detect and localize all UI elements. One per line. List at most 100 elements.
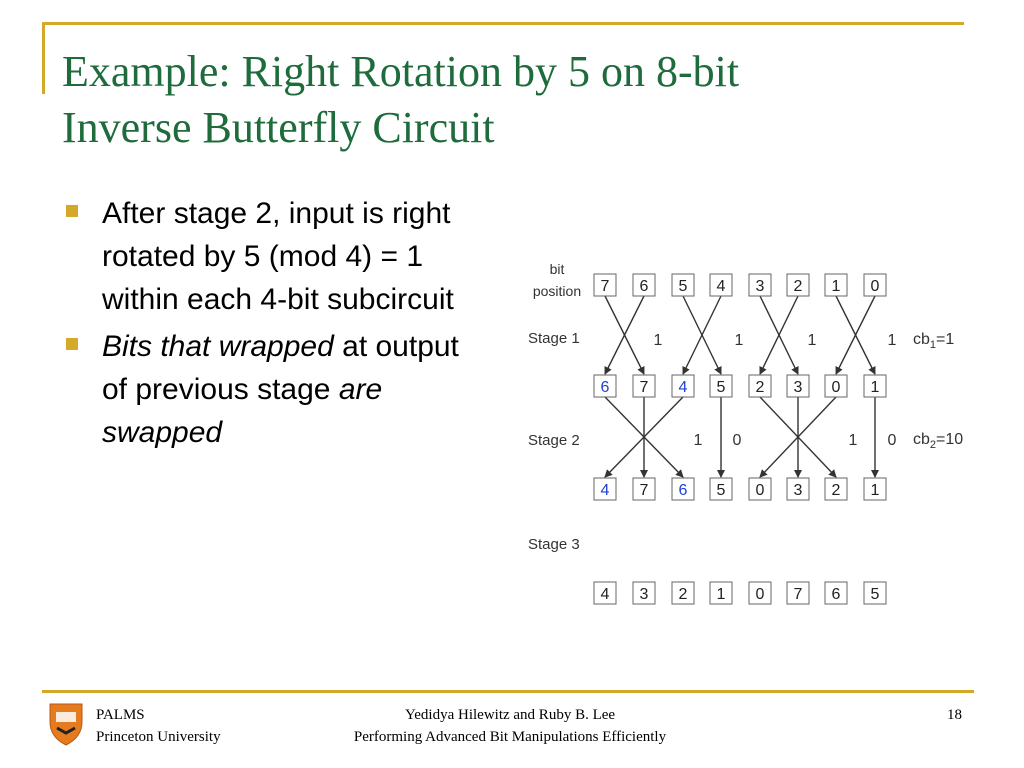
- bit-box: [824, 374, 848, 398]
- footer-left: PALMS Princeton University: [96, 704, 221, 748]
- bit-value: 4: [601, 586, 610, 603]
- bit-box: [593, 477, 617, 501]
- cb2-label: cb2=10: [913, 431, 963, 451]
- bit-value: 7: [640, 379, 649, 396]
- stage2-control: 0: [888, 432, 897, 449]
- bit-value: 0: [871, 278, 880, 295]
- bit-box: [786, 273, 810, 297]
- bit-value: 5: [679, 278, 688, 295]
- bit-value: 1: [832, 278, 841, 295]
- bit-value: 6: [640, 278, 649, 295]
- bit-box: [671, 273, 695, 297]
- bullet-emphasis: Bits that wrapped: [102, 330, 334, 363]
- wire-arrow: [759, 295, 799, 375]
- slide-title: Example: Right Rotation by 5 on 8-bit In…: [62, 44, 962, 156]
- stage1-control: 1: [735, 332, 744, 349]
- bit-value: 3: [794, 379, 803, 396]
- footer-authors: Yedidya Hilewitz and Ruby B. Lee: [404, 707, 616, 723]
- stage2-control: 0: [733, 432, 742, 449]
- bit-value: 3: [794, 482, 803, 499]
- bit-value: 4: [601, 482, 610, 499]
- bullet-text: After stage 2, input is right rotated by…: [102, 197, 454, 316]
- bit-value: 1: [871, 482, 880, 499]
- bit-box: [709, 273, 733, 297]
- bullet-emphasis: are swapped: [102, 373, 383, 449]
- bit-box: [632, 477, 656, 501]
- wire-arrow: [835, 295, 876, 375]
- bit-box: [671, 581, 695, 605]
- bit-value: 7: [640, 482, 649, 499]
- bit-value: 2: [756, 379, 765, 396]
- bit-label: bit: [550, 261, 565, 277]
- top-rule: [42, 22, 964, 25]
- stage2-label: Stage 2: [528, 432, 580, 449]
- bit-box: [863, 581, 887, 605]
- bit-value: 6: [601, 379, 610, 396]
- bullet-item: After stage 2, input is right rotated by…: [62, 192, 482, 321]
- stage3-label: Stage 3: [528, 536, 580, 553]
- bit-box: [748, 374, 772, 398]
- bit-value: 2: [832, 482, 841, 499]
- wire-arrow: [682, 295, 722, 375]
- bit-value: 7: [794, 586, 803, 603]
- footer-university: Princeton University: [96, 729, 221, 745]
- bit-value: 1: [871, 379, 880, 396]
- page-number: 18: [947, 707, 962, 723]
- bit-value: 6: [679, 482, 688, 499]
- bit-box: [632, 273, 656, 297]
- title-line-2: Inverse Butterfly Circuit: [62, 103, 495, 152]
- bit-box: [863, 273, 887, 297]
- bit-box: [748, 273, 772, 297]
- wire-layer: [604, 295, 879, 478]
- footer-center: Yedidya Hilewitz and Ruby B. Lee Perform…: [300, 704, 720, 748]
- bit-box: [786, 581, 810, 605]
- bit-box: [863, 374, 887, 398]
- bit-box: [824, 581, 848, 605]
- stage1-control: 1: [808, 332, 817, 349]
- cb1-label: cb1=1: [913, 331, 954, 351]
- bit-value: 4: [679, 379, 688, 396]
- bit-value: 2: [679, 586, 688, 603]
- bit-box: [824, 273, 848, 297]
- bit-box: [632, 374, 656, 398]
- bit-value: 5: [871, 586, 880, 603]
- stage2-control: 1: [849, 432, 858, 449]
- bullet-text: at output of previous stage: [102, 330, 459, 406]
- bit-value: 0: [832, 379, 841, 396]
- bit-box: [709, 477, 733, 501]
- stage1-control: 1: [888, 332, 897, 349]
- bit-box: [709, 581, 733, 605]
- stage1-label: Stage 1: [528, 330, 580, 347]
- bit-value: 5: [717, 482, 726, 499]
- princeton-shield-logo: [49, 703, 83, 746]
- stage1-control: 1: [654, 332, 663, 349]
- bit-box: [671, 374, 695, 398]
- stage2-control: 1: [694, 432, 703, 449]
- bullet-item: Bits that wrapped at output of previous …: [62, 325, 482, 454]
- position-label: position: [533, 283, 581, 299]
- bit-value: 4: [717, 278, 726, 295]
- footer-org: PALMS: [96, 707, 145, 723]
- footer-rule: [42, 690, 974, 693]
- bit-value: 0: [756, 482, 765, 499]
- bit-value: 1: [717, 586, 726, 603]
- bit-box: [671, 477, 695, 501]
- footer-talk-title: Performing Advanced Bit Manipulations Ef…: [353, 729, 667, 745]
- square-bullet-icon: [66, 205, 78, 217]
- bit-value: 3: [756, 278, 765, 295]
- bit-box: [709, 374, 733, 398]
- bit-value: 2: [794, 278, 803, 295]
- bit-box: [786, 374, 810, 398]
- bit-value: 0: [756, 586, 765, 603]
- title-line-1: Example: Right Rotation by 5 on 8-bit: [62, 47, 740, 96]
- bit-box: [593, 273, 617, 297]
- square-bullet-icon: [66, 338, 78, 350]
- bit-box: [824, 477, 848, 501]
- bit-box: [593, 581, 617, 605]
- bit-value: 3: [640, 586, 649, 603]
- bit-box: [748, 477, 772, 501]
- bit-box: [786, 477, 810, 501]
- bullet-list: After stage 2, input is right rotated by…: [62, 192, 482, 458]
